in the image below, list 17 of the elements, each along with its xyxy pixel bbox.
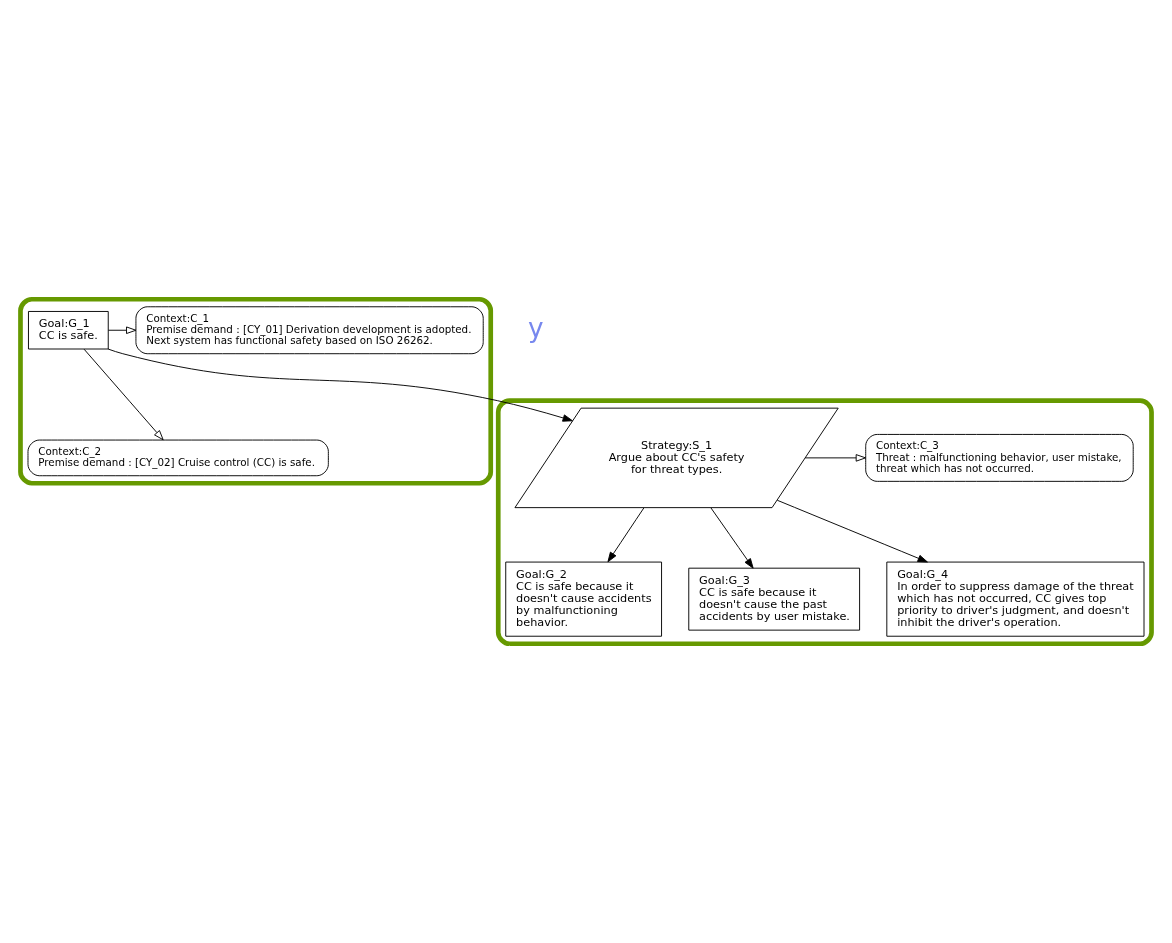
arrow <box>607 507 645 563</box>
node-box: Context:C_3 Threat : malfunctioning behavior, user mistake, threat which has not occurred. <box>865 433 1134 482</box>
cluster <box>18 296 494 486</box>
arrow <box>776 499 928 563</box>
node-box: Goal:G_4 In order to suppress damage of the threat which has not occurred, CC gives top priority to driver's judgment, and doesn't inhibit the driver's operation. <box>886 561 1145 637</box>
arrow <box>804 454 866 462</box>
node-box: Context:C_2 Premise demand : [CY_02] Cruise control (CC) is safe. <box>27 439 329 477</box>
arrow <box>83 348 164 441</box>
arrow <box>710 507 754 569</box>
arrow <box>107 348 573 422</box>
node-box: Goal:G_2 CC is safe because it doesn't cause accidents by malfunctioning behavior. <box>505 561 663 637</box>
node-box: Context:C_1 Premise demand : [CY_01] Derivation development is adopted. Next system has functional safety based on ISO 26262. <box>135 306 484 355</box>
arrow <box>107 326 137 334</box>
node-box: Goal:G_1 CC is safe. <box>28 311 109 350</box>
cluster <box>495 398 1154 647</box>
node-box: Goal:G_3 CC is safe because it doesn't cause the past accidents by user mistake. <box>688 567 861 631</box>
label: y <box>528 312 544 343</box>
